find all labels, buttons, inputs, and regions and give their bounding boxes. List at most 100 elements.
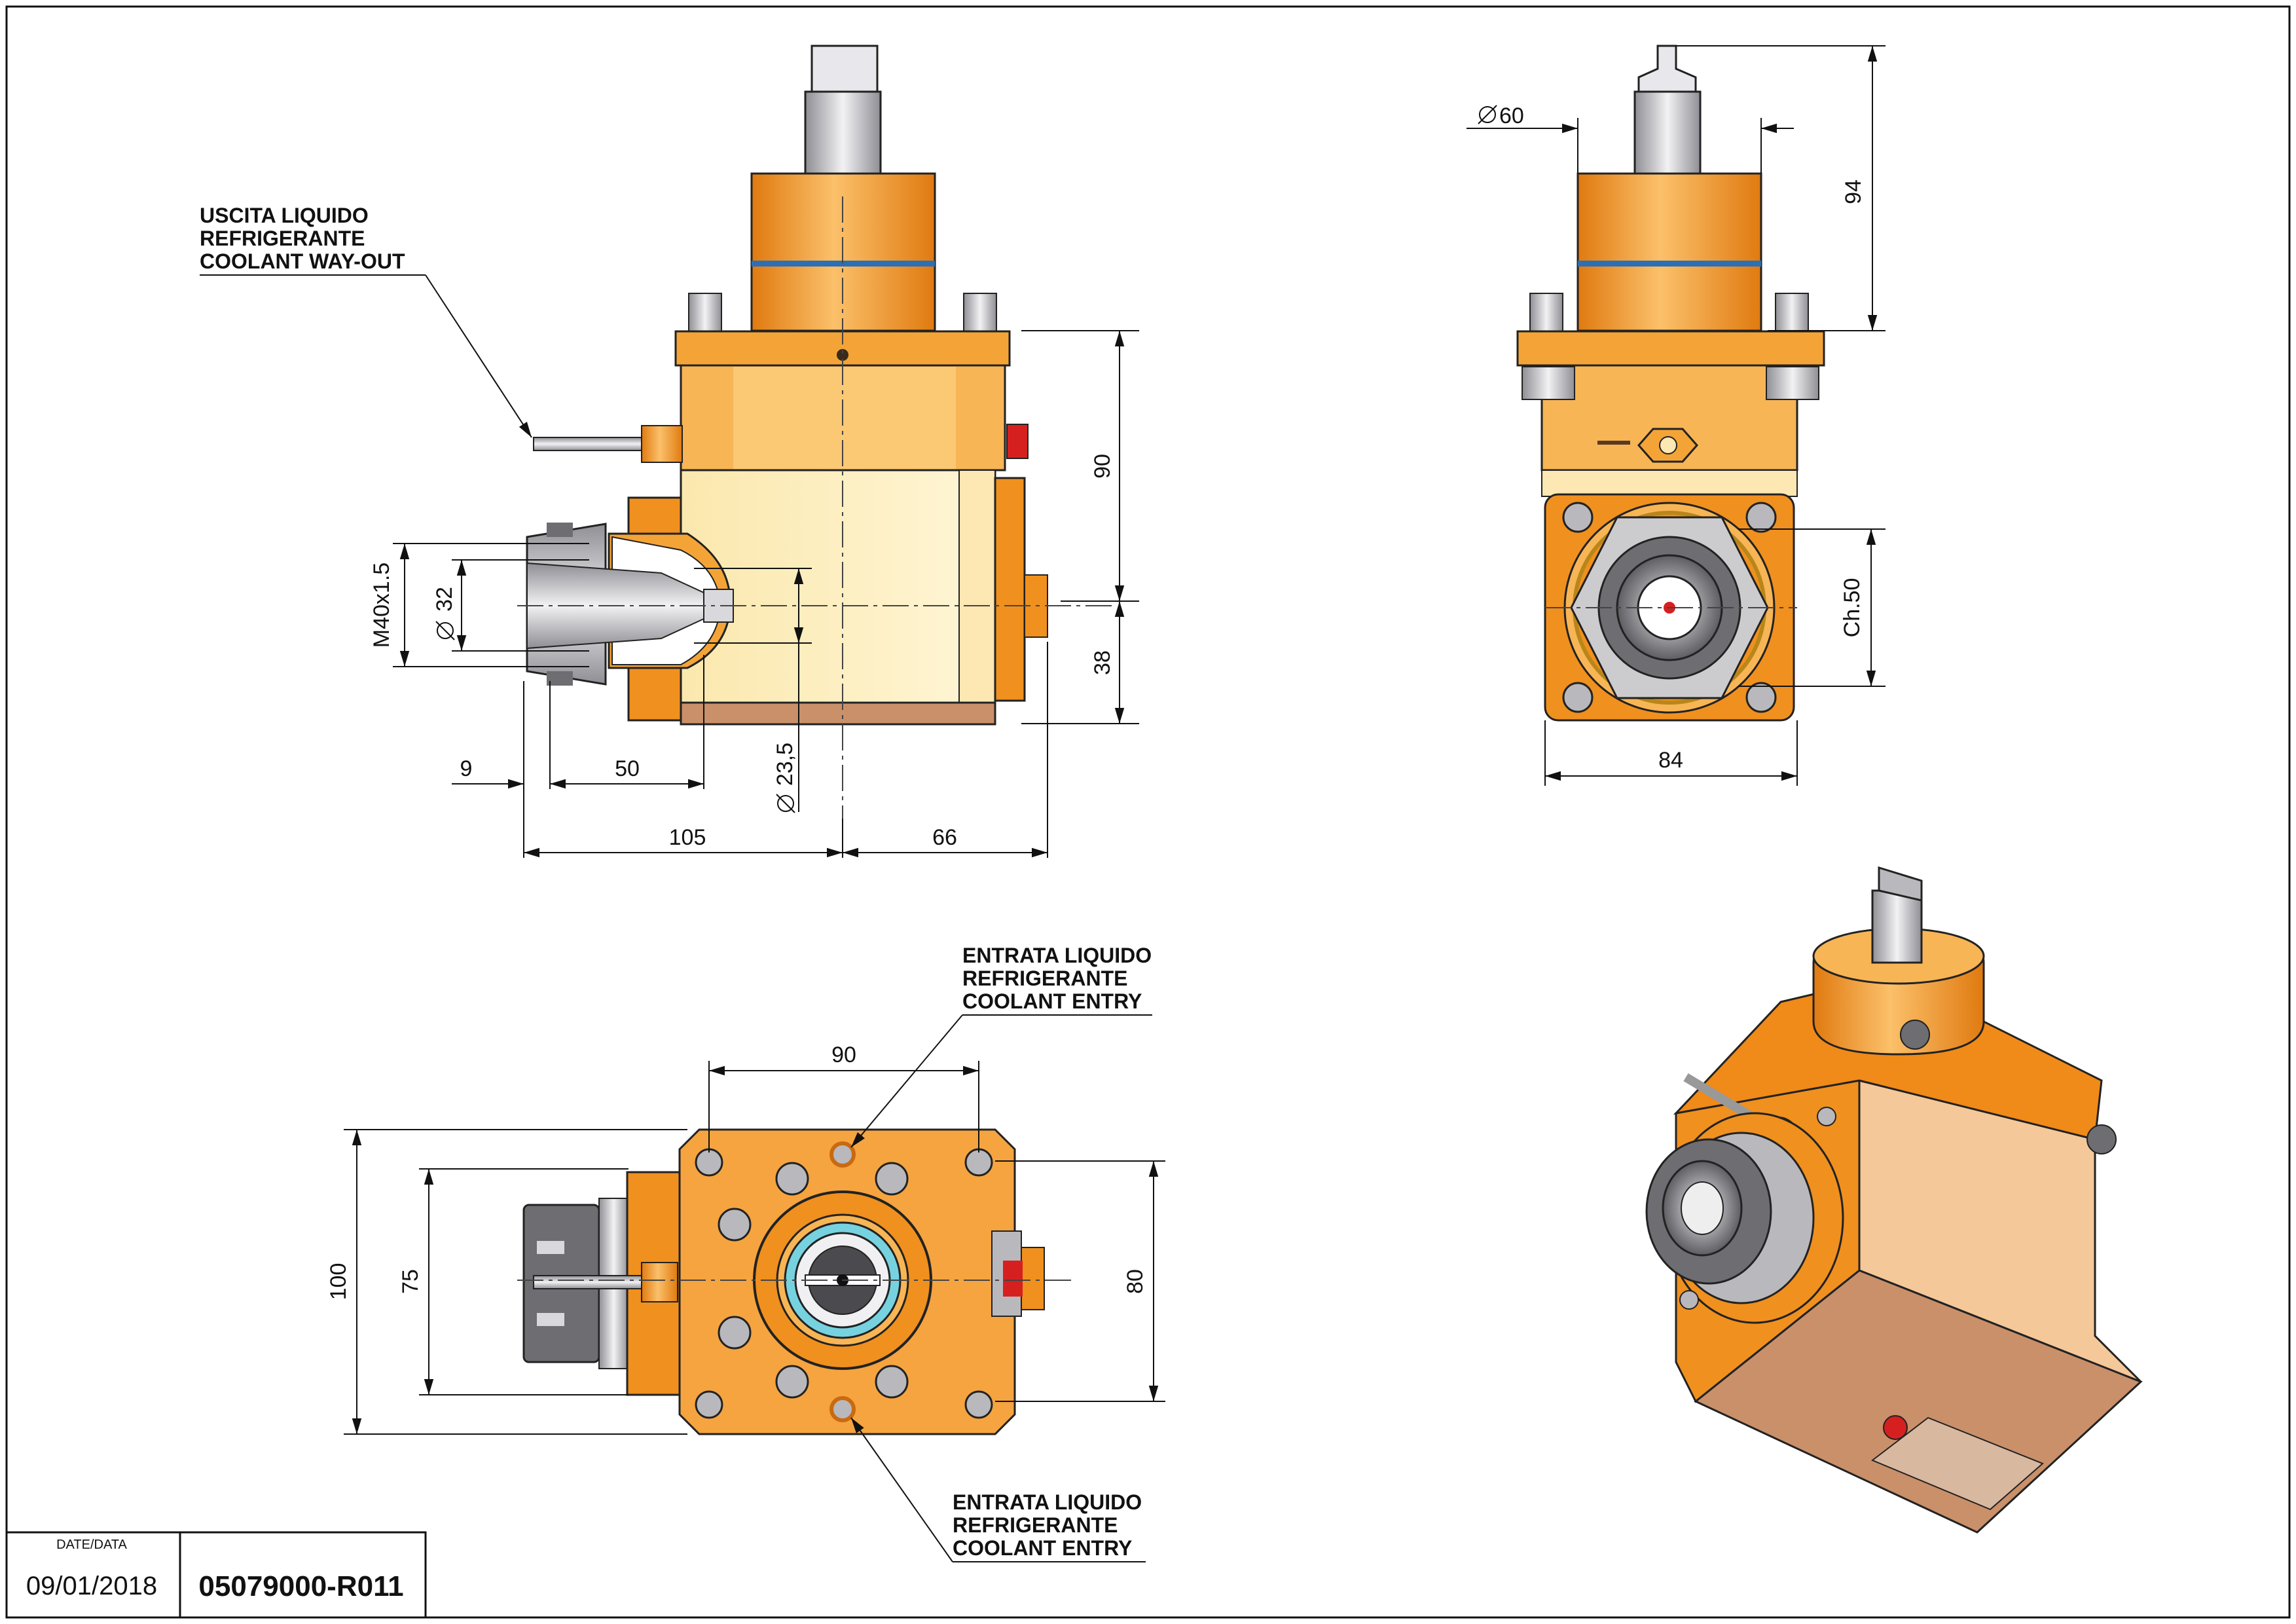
dim-top-h75: 75 bbox=[398, 1269, 423, 1294]
iso-bottom-plate bbox=[1871, 1416, 2044, 1511]
dim-side-w9: 9 bbox=[460, 756, 473, 781]
top-hex-screw-6 bbox=[875, 1365, 909, 1399]
diameter-symbol-icon-3 bbox=[1479, 106, 1496, 123]
side-bolt-right bbox=[963, 293, 997, 333]
side-bottom-copper bbox=[680, 701, 996, 726]
dim-front-ch50: Ch.50 bbox=[1840, 578, 1865, 638]
front-shank-tip bbox=[1637, 45, 1697, 93]
front-engraving bbox=[1597, 441, 1630, 445]
front-bolt-left bbox=[1529, 293, 1563, 333]
side-coolant-fitting bbox=[641, 425, 683, 463]
dim-side-thread: M40x1.5 bbox=[369, 563, 394, 648]
dim-side-w66: 66 bbox=[932, 825, 957, 850]
iso-bolt-2 bbox=[2086, 1124, 2117, 1154]
iso-red-plug bbox=[1883, 1415, 1908, 1440]
side-red-plug bbox=[1006, 424, 1029, 459]
dim-side-h38: 38 bbox=[1090, 650, 1115, 675]
front-view bbox=[1516, 45, 1825, 722]
iso-collet-hole bbox=[1681, 1181, 1724, 1235]
dim-front-dia60: 60 bbox=[1499, 103, 1524, 128]
side-flange-hole bbox=[837, 349, 848, 361]
top-collet-nut-slot1 bbox=[537, 1241, 564, 1254]
top-hex-screw-2 bbox=[875, 1162, 909, 1196]
top-red-plug bbox=[1003, 1261, 1023, 1297]
front-cylinder bbox=[1576, 172, 1762, 332]
dim-front-w84: 84 bbox=[1658, 748, 1683, 773]
front-screw-tl bbox=[1562, 502, 1594, 533]
title-block-code: 05079000-R011 bbox=[198, 1570, 403, 1602]
top-view bbox=[517, 1128, 1074, 1435]
dim-top-h80: 80 bbox=[1123, 1269, 1148, 1294]
top-coolant-hole-top bbox=[829, 1141, 856, 1168]
top-coolant-pipe bbox=[533, 1275, 646, 1289]
side-bolt-left bbox=[688, 293, 722, 333]
label-entry-bottom-line3: COOLANT ENTRY bbox=[953, 1536, 1132, 1560]
label-coolant-way-out: USCITA LIQUIDO REFRIGERANTE COOLANT WAY-… bbox=[200, 204, 532, 438]
front-washer-left bbox=[1522, 366, 1575, 400]
dim-top-w90: 90 bbox=[831, 1043, 856, 1067]
front-screw-tr bbox=[1745, 502, 1777, 533]
iso-screw-b bbox=[1817, 1107, 1836, 1126]
front-cream-band bbox=[1541, 470, 1798, 497]
label-way-out-line2: REFRIGERANTE bbox=[200, 227, 365, 250]
top-coolant-hole-bottom bbox=[829, 1396, 856, 1422]
side-shank bbox=[804, 90, 882, 175]
side-upper-body-inner bbox=[733, 367, 956, 470]
side-right-cap bbox=[994, 477, 1026, 702]
top-screw-4 bbox=[964, 1390, 993, 1419]
side-shank-tip bbox=[811, 45, 879, 93]
label-entry-top-line3: COOLANT ENTRY bbox=[962, 989, 1142, 1013]
isometric-view bbox=[1645, 866, 2143, 1534]
title-block-date-label: DATE/DATA bbox=[56, 1538, 127, 1552]
dim-front-h94: 94 bbox=[1841, 179, 1866, 204]
dim-side-dia32-group: 32 bbox=[432, 587, 457, 640]
front-coolant-nut-hole bbox=[1659, 436, 1677, 454]
iso-shank-tip bbox=[1878, 866, 1923, 902]
iso-screw-a bbox=[1679, 1290, 1699, 1310]
diameter-symbol-icon bbox=[437, 622, 454, 639]
iso-bolt-1 bbox=[1900, 1020, 1930, 1050]
side-lower-body-right bbox=[958, 470, 996, 703]
dim-side-w50: 50 bbox=[615, 756, 640, 781]
title-block-date: 09/01/2018 bbox=[26, 1572, 157, 1600]
front-flange bbox=[1516, 330, 1825, 367]
title-block-frame bbox=[5, 1531, 427, 1619]
label-entry-top-line1: ENTRATA LIQUIDO bbox=[962, 944, 1152, 967]
top-screw-3 bbox=[695, 1390, 723, 1419]
front-cylinder-oring bbox=[1578, 261, 1761, 267]
top-screw-1 bbox=[695, 1148, 723, 1177]
label-way-out-line3: COOLANT WAY-OUT bbox=[200, 249, 405, 273]
dim-side-w105: 105 bbox=[669, 825, 706, 850]
top-collet-nut-slot2 bbox=[537, 1313, 564, 1326]
diameter-symbol-icon-2 bbox=[777, 795, 794, 812]
side-coolant-pipe bbox=[533, 437, 646, 451]
side-collet-nut-slot-top bbox=[547, 523, 573, 537]
dim-side-dia32: 32 bbox=[432, 587, 457, 612]
top-hex-screw-3 bbox=[718, 1208, 752, 1242]
front-screw-bl bbox=[1562, 682, 1594, 713]
dim-top-h100: 100 bbox=[326, 1263, 351, 1301]
side-cylinder-oring bbox=[752, 261, 935, 267]
dim-front-dia60-group: 60 bbox=[1478, 103, 1524, 128]
top-right-cap bbox=[1021, 1247, 1045, 1310]
dim-side-dia23-group: 23,5 bbox=[773, 743, 797, 813]
side-view bbox=[517, 45, 1113, 819]
side-view-dimensions: 90 38 M40x1.5 32 23,5 bbox=[369, 330, 1139, 858]
top-view-dimensions: 90 100 75 80 bbox=[326, 1043, 1165, 1435]
front-bolt-right bbox=[1775, 293, 1809, 333]
iso-shank bbox=[1871, 889, 1923, 964]
front-washer-right bbox=[1766, 366, 1819, 400]
label-way-out-line1: USCITA LIQUIDO bbox=[200, 204, 369, 227]
label-entry-top-line2: REFRIGERANTE bbox=[962, 967, 1127, 990]
label-coolant-entry-bottom: ENTRATA LIQUIDO REFRIGERANTE COOLANT ENT… bbox=[850, 1417, 1146, 1562]
front-screw-br bbox=[1745, 682, 1777, 713]
label-entry-bottom-line2: REFRIGERANTE bbox=[953, 1513, 1118, 1537]
top-screw-2 bbox=[964, 1148, 993, 1177]
sheet-border bbox=[5, 5, 2291, 1619]
dim-side-dia23-5: 23,5 bbox=[773, 743, 797, 786]
top-coolant-fitting bbox=[641, 1262, 678, 1302]
front-view-dimensions: 60 94 Ch.50 84 bbox=[1467, 45, 1886, 786]
label-entry-bottom-line1: ENTRATA LIQUIDO bbox=[953, 1490, 1142, 1514]
dim-side-h90: 90 bbox=[1090, 454, 1115, 479]
